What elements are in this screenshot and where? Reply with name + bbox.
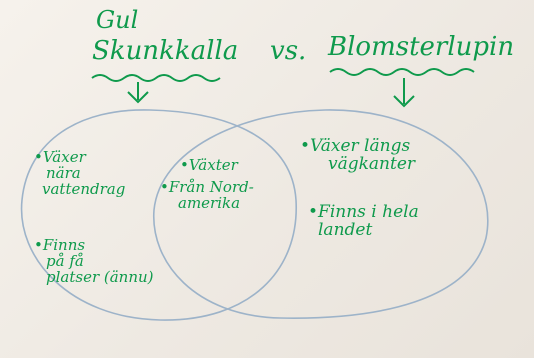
left-only-notes: •Växer nära vattendrag [34, 148, 126, 198]
overlap-line-2: •Från Nord- [160, 177, 254, 196]
left-title-squiggle [91, 74, 221, 82]
title-skunkkalla: Skunkkalla [92, 36, 239, 66]
left-line-1: •Växer [34, 148, 86, 166]
right-only-notes: •Växer längs vägkanter [300, 136, 416, 174]
title-gul: Gul [96, 6, 139, 34]
left-line-5: på få [46, 251, 84, 270]
right-line-3: •Finns i hela [308, 202, 419, 222]
overlap-line-3: amerika [178, 193, 241, 212]
left-circle [20, 109, 297, 321]
overlap-line-1: •Växter [180, 156, 238, 174]
overlap-notes: •Växter •Från Nord- amerika [160, 156, 254, 212]
right-line-2: vägkanter [328, 153, 416, 174]
right-arrow [393, 78, 415, 108]
title-vs: vs. [270, 36, 307, 66]
right-line-4: landet [318, 219, 373, 240]
left-line-6: platser (ännu) [46, 267, 154, 286]
left-line-4: •Finns [34, 236, 86, 254]
left-line-2: nära [46, 163, 81, 182]
left-line-3: vattendrag [42, 179, 126, 198]
right-title-squiggle [329, 68, 475, 76]
left-arrow [127, 82, 149, 104]
right-only-notes-2: •Finns i hela landet [308, 202, 419, 240]
title-blomsterlupin: Blomsterlupin [328, 32, 515, 62]
right-line-1: •Växer längs [300, 136, 411, 156]
left-only-notes-2: •Finns på få platser (ännu) [34, 236, 154, 286]
right-circle [153, 109, 489, 319]
